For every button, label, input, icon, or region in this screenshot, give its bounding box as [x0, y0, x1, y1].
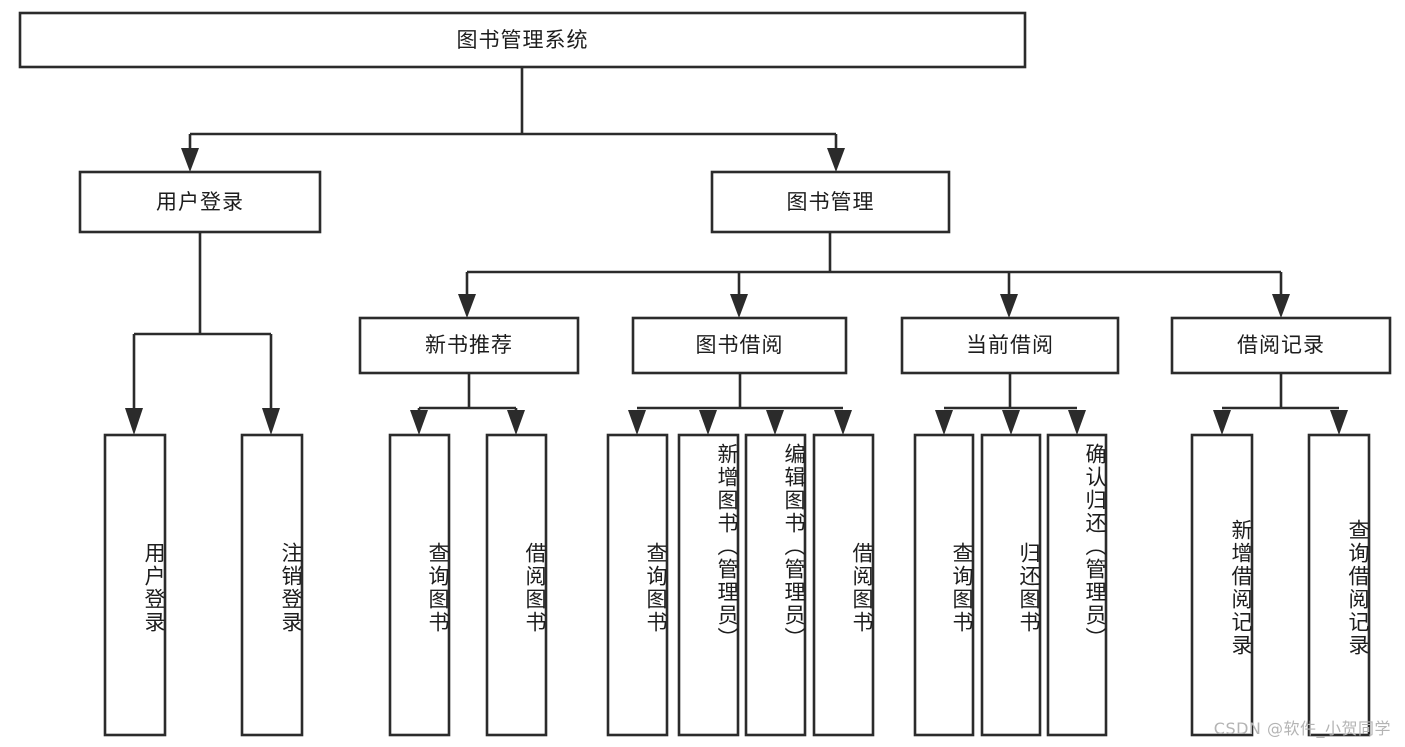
arrow-head-leaf-logout: [262, 408, 280, 435]
arrow-head-leaf-query-book-1: [410, 410, 428, 435]
arrow-head-new-book-rec: [458, 294, 476, 318]
node-borrow-record-box[interactable]: [1170, 316, 1392, 375]
arrow-head-leaf-borrow-book-1: [507, 410, 525, 435]
node-root-box[interactable]: [18, 11, 1027, 69]
leaf-edit-book-box[interactable]: [744, 433, 807, 737]
arrow-head-leaf-query-record: [1330, 410, 1348, 435]
leaf-confirm-return-box[interactable]: [1046, 433, 1108, 737]
leaf-query-record-box[interactable]: [1307, 433, 1371, 737]
arrow-head-leaf-query-book-3: [935, 410, 953, 435]
leaf-borrow-book-2-box[interactable]: [812, 433, 875, 737]
arrow-head-leaf-borrow-book-2: [834, 410, 852, 435]
arrow-head-user-login: [181, 148, 199, 172]
arrow-head-leaf-add-book: [699, 410, 717, 435]
leaf-return-book-box[interactable]: [980, 433, 1042, 737]
node-current-borrow-box[interactable]: [900, 316, 1120, 375]
arrow-head-leaf-user-login: [125, 408, 143, 435]
arrow-head-book-manage: [827, 148, 845, 172]
leaf-logout-box[interactable]: [240, 433, 304, 737]
arrow-head-leaf-query-book-2: [628, 410, 646, 435]
node-book-manage-box[interactable]: [710, 170, 951, 234]
arrow-head-leaf-add-record: [1213, 410, 1231, 435]
leaf-query-book-1-box[interactable]: [388, 433, 451, 737]
arrow-head-book-borrow: [730, 294, 748, 318]
leaf-borrow-book-1-box[interactable]: [485, 433, 548, 737]
arrow-head-borrow-record: [1272, 294, 1290, 318]
leaf-add-record-box[interactable]: [1190, 433, 1254, 737]
leaf-query-book-3-box[interactable]: [913, 433, 975, 737]
arrow-head-leaf-edit-book: [766, 410, 784, 435]
node-new-book-rec-box[interactable]: [358, 316, 580, 375]
arrow-head-current-borrow: [1000, 294, 1018, 318]
arrow-head-leaf-confirm-return: [1068, 410, 1086, 435]
node-book-borrow-box[interactable]: [631, 316, 848, 375]
leaf-query-book-2-box[interactable]: [606, 433, 669, 737]
arrow-head-leaf-return-book: [1002, 410, 1020, 435]
leaf-add-book-box[interactable]: [677, 433, 740, 737]
leaf-user-login-box[interactable]: [103, 433, 167, 737]
node-user-login-box[interactable]: [78, 170, 322, 234]
